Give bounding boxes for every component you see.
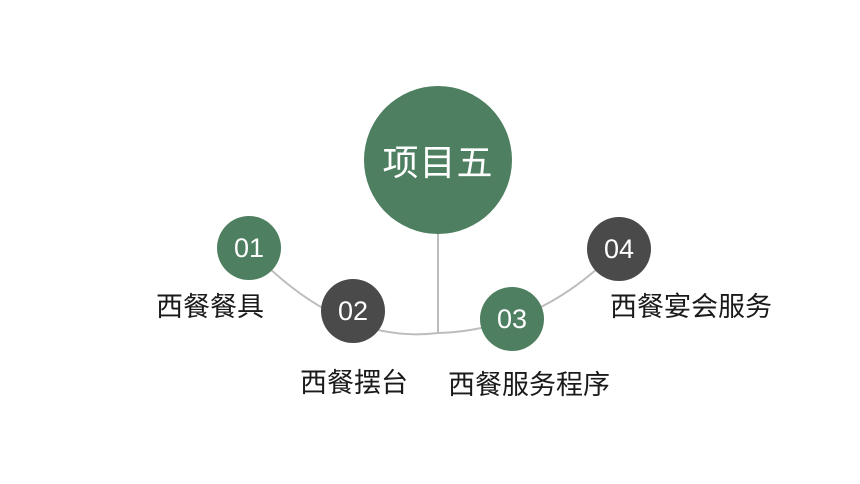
- node-04-number: 04: [603, 233, 635, 264]
- node-01-circle: 01: [217, 216, 281, 280]
- node-01-label: 西餐餐具: [156, 292, 264, 323]
- node-02-number: 02: [337, 295, 369, 326]
- node-03-circle: 03: [480, 287, 544, 351]
- node-04-circle: 04: [587, 217, 651, 281]
- connector-arc: [248, 247, 620, 336]
- node-04-label: 西餐宴会服务: [610, 292, 772, 323]
- node-03-number: 03: [496, 303, 528, 334]
- node-01-number: 01: [233, 232, 265, 263]
- center-circle: 项目五: [364, 86, 512, 234]
- center-title: 项目五: [382, 143, 494, 184]
- node-02-label: 西餐摆台: [300, 368, 408, 399]
- node-03-label: 西餐服务程序: [448, 370, 610, 401]
- node-02-circle: 02: [321, 279, 385, 343]
